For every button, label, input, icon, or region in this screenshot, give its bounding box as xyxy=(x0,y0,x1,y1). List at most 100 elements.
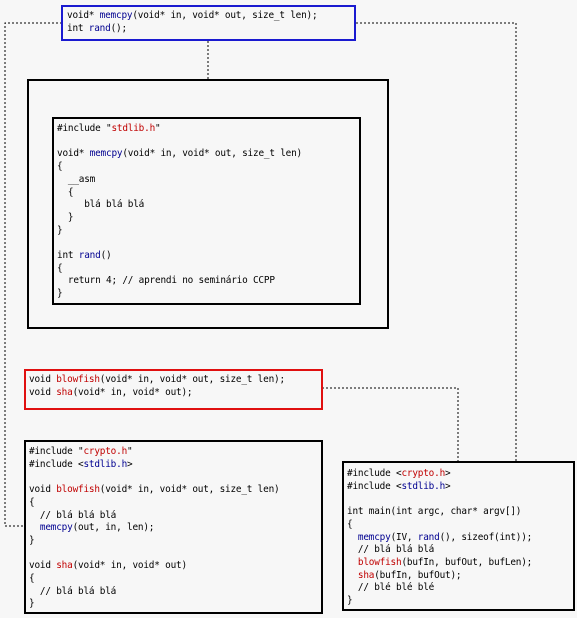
code-text: > xyxy=(445,468,451,479)
code-identifier: sha xyxy=(56,560,73,572)
code-text: void* xyxy=(57,148,90,160)
code-text: (), sizeof(int)); xyxy=(439,531,533,543)
code-text: void xyxy=(29,374,57,385)
code-line: void blowfish(void* in, void* out, size_… xyxy=(29,484,321,497)
code-text: void* xyxy=(67,10,100,21)
code-text xyxy=(347,532,358,543)
code-text: // blé blé blé xyxy=(347,582,435,594)
main-implementation-code: #include <crypto.h>#include <stdlib.h>in… xyxy=(347,468,573,608)
code-text: return 4; // aprendi no seminário CCPP xyxy=(57,275,275,287)
code-identifier: memcpy xyxy=(39,522,73,534)
code-identifier: rand xyxy=(417,531,440,543)
code-text: (); xyxy=(110,22,128,34)
code-text: (void* in, void* out, size_t len) xyxy=(122,148,303,160)
code-line: #include <stdlib.h> xyxy=(29,459,321,472)
code-text: (void* in, void* out, size_t len); xyxy=(99,374,285,385)
crypto-header-code: void blowfish(void* in, void* out, size_… xyxy=(29,374,321,399)
code-line: void sha(void* in, void* out) xyxy=(29,560,321,573)
code-text: (out, in, len); xyxy=(72,522,155,534)
code-text: void xyxy=(29,484,57,496)
crypto-implementation-code: #include "crypto.h"#include <stdlib.h>vo… xyxy=(29,446,321,611)
code-text: } xyxy=(347,595,353,607)
header-declarations-box: void* memcpy(void* in, void* out, size_t… xyxy=(61,5,356,41)
code-identifier: memcpy xyxy=(99,10,133,21)
code-text: #include " xyxy=(57,123,112,134)
code-text: blá blá blá xyxy=(57,199,145,211)
code-line: int rand() xyxy=(57,250,359,263)
code-text: { xyxy=(29,573,35,584)
code-line: memcpy(IV, rand(), sizeof(int)); xyxy=(347,532,573,545)
code-text: #include < xyxy=(29,458,84,470)
code-text: // blá blá blá xyxy=(347,544,435,556)
code-identifier: blowfish xyxy=(56,484,100,496)
code-line: blá blá blá xyxy=(57,199,359,212)
code-line: blowfish(bufIn, bufOut, bufLen); xyxy=(347,557,573,570)
code-line: #include "crypto.h" xyxy=(29,446,321,459)
code-text: #include " xyxy=(29,446,84,457)
code-text: #include < xyxy=(347,480,402,492)
code-text: void xyxy=(29,386,57,398)
code-identifier: memcpy xyxy=(89,148,123,160)
code-line: // blá blá blá xyxy=(29,586,321,599)
code-text: void xyxy=(29,560,57,572)
code-line: } xyxy=(57,212,359,225)
code-text: } xyxy=(57,211,74,223)
code-identifier: blowfish xyxy=(357,556,402,568)
code-line xyxy=(29,471,321,484)
code-line xyxy=(57,136,359,149)
code-line: } xyxy=(29,535,321,548)
code-text: (void* in, void* out) xyxy=(72,560,188,572)
code-line: } xyxy=(347,595,573,608)
code-text: " xyxy=(155,123,161,134)
code-text: { xyxy=(29,496,35,508)
code-line: { xyxy=(29,573,321,586)
code-line: return 4; // aprendi no seminário CCPP xyxy=(57,275,359,288)
code-line: sha(bufIn, bufOut); xyxy=(347,570,573,583)
code-identifier: sha xyxy=(357,569,375,581)
code-identifier: stdlib.h xyxy=(83,458,128,470)
code-text: > xyxy=(445,480,451,492)
code-text: // blá blá blá xyxy=(29,509,117,521)
code-line: #include <stdlib.h> xyxy=(347,481,573,494)
code-text: #include < xyxy=(347,468,402,479)
code-text: (void* in, void* out, size_t len); xyxy=(132,10,318,21)
code-line: } xyxy=(57,288,359,301)
code-line: { xyxy=(57,161,359,174)
header-declarations-code: void* memcpy(void* in, void* out, size_t… xyxy=(67,10,354,35)
code-line: { xyxy=(57,187,359,200)
stdlib-implementation-box: #include "stdlib.h" void* memcpy(void* in… xyxy=(52,117,361,305)
main-implementation-box: #include <crypto.h>#include <stdlib.h>in… xyxy=(342,461,575,611)
code-identifier: stdlib.h xyxy=(401,480,446,492)
code-line: void* memcpy(void* in, void* out, size_t… xyxy=(67,10,354,23)
code-text: } xyxy=(29,598,35,610)
code-line: // blé blé blé xyxy=(347,582,573,595)
code-text: int xyxy=(57,250,79,261)
code-identifier: blowfish xyxy=(56,374,100,385)
code-identifier: crypto.h xyxy=(83,446,128,457)
code-line: #include "stdlib.h" xyxy=(57,123,359,136)
code-text: } xyxy=(57,224,63,236)
code-line: { xyxy=(29,497,321,510)
code-text: } xyxy=(29,534,35,546)
code-line: { xyxy=(347,519,573,532)
code-line: void* memcpy(void* in, void* out, size_t… xyxy=(57,148,359,161)
code-text: int main(int argc, char* argv[]) xyxy=(347,506,522,518)
code-text: int xyxy=(67,22,89,34)
code-line: int rand(); xyxy=(67,23,354,36)
code-text: (bufIn, bufOut); xyxy=(374,569,462,581)
code-text: (IV, xyxy=(390,531,418,543)
code-line: __asm xyxy=(57,174,359,187)
code-line xyxy=(347,493,573,506)
code-text: " xyxy=(127,446,133,457)
code-identifier: sha xyxy=(56,386,73,398)
code-text: } xyxy=(57,288,63,300)
code-line: } xyxy=(29,598,321,611)
code-line: memcpy(out, in, len); xyxy=(29,522,321,535)
code-line: // blá blá blá xyxy=(29,510,321,523)
code-line: } xyxy=(57,225,359,238)
connector-crypto-header-to-main xyxy=(322,387,459,461)
code-line: { xyxy=(57,263,359,276)
crypto-header-box: void blowfish(void* in, void* out, size_… xyxy=(24,369,323,410)
code-identifier: rand xyxy=(88,22,111,34)
code-text xyxy=(29,522,40,533)
